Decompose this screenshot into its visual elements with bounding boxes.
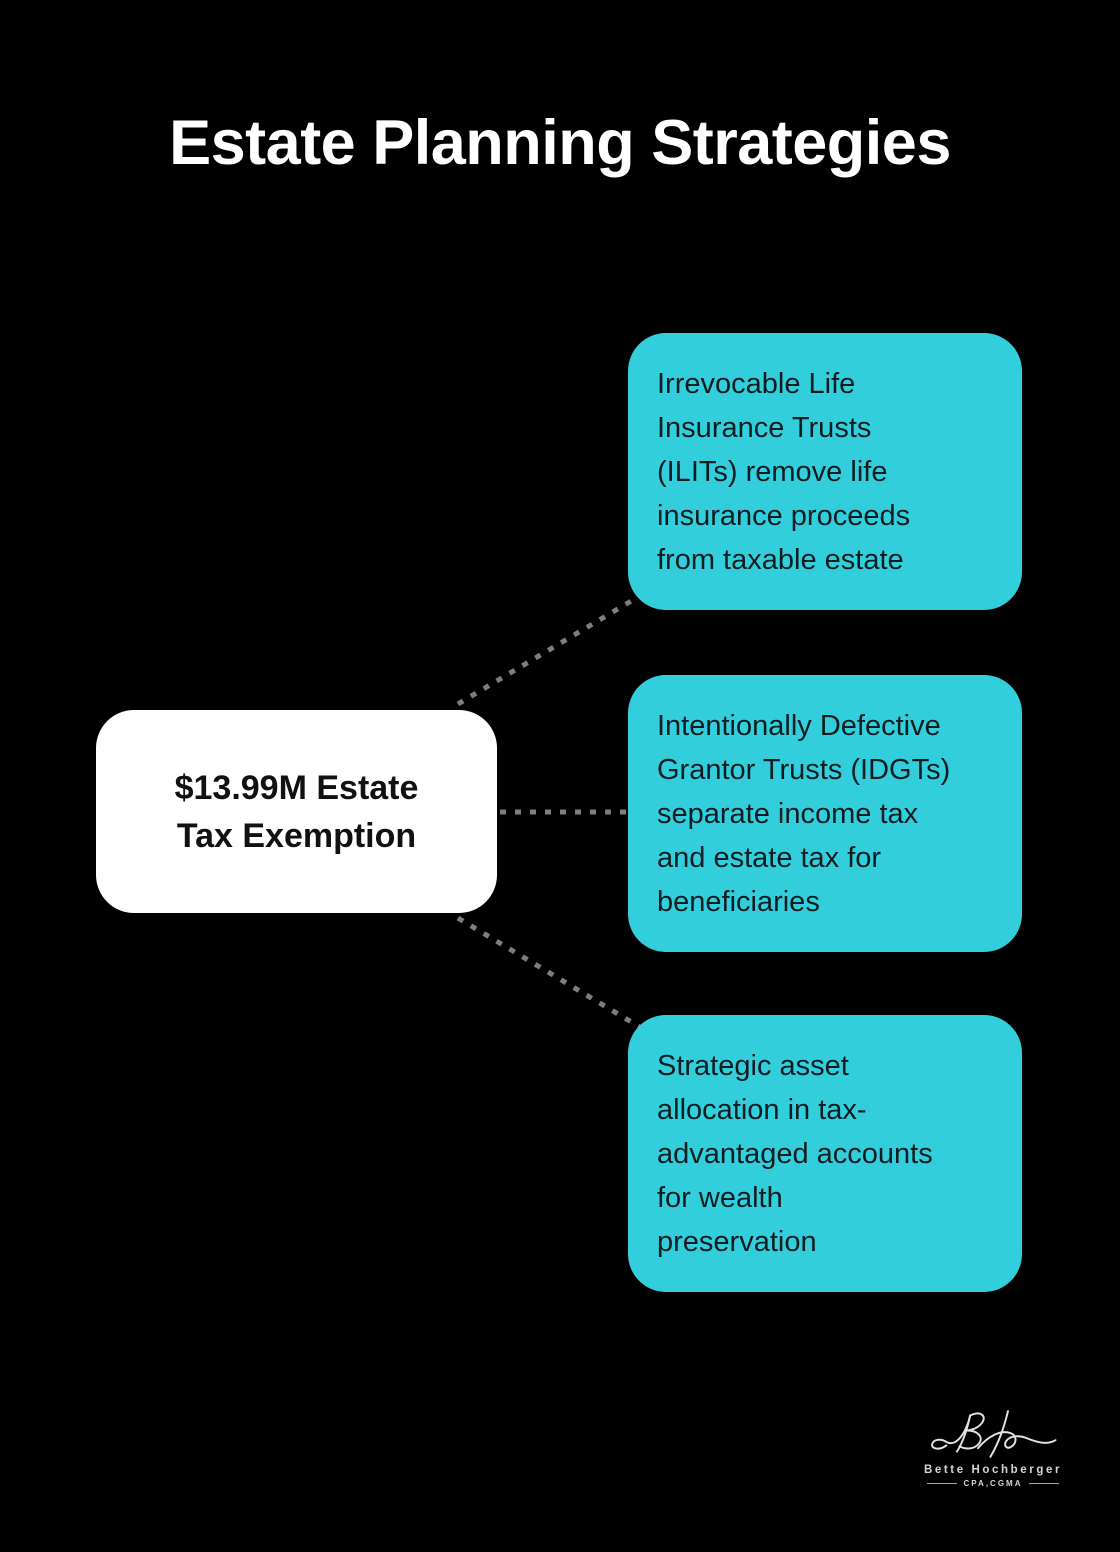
- logo-credentials: CPA,CGMA: [963, 1479, 1023, 1488]
- root-node-estate-tax-exemption: $13.99M Estate Tax Exemption: [96, 710, 497, 913]
- branch-node-label: Intentionally Defective Grantor Trusts (…: [657, 709, 951, 918]
- brand-logo: Bette Hochberger CPA,CGMA: [908, 1408, 1078, 1488]
- logo-name: Bette Hochberger: [923, 1464, 1063, 1476]
- logo-rule-left: [926, 1483, 957, 1484]
- branch-node-label: Irrevocable Life Insurance Trusts (ILITs…: [657, 367, 911, 576]
- logo-rule-right: [1029, 1483, 1060, 1484]
- bh-monogram-icon: [931, 1410, 1057, 1458]
- root-node-label: $13.99M Estate Tax Exemption: [174, 768, 419, 855]
- page-title: Estate Planning Strategies: [169, 108, 951, 178]
- connector-to-branch-1: [456, 591, 645, 707]
- logo-credentials-row: CPA,CGMA: [926, 1479, 1060, 1488]
- branch-node-label: Strategic asset allocation in tax- advan…: [657, 1049, 933, 1258]
- connector-to-branch-3: [456, 915, 645, 1032]
- branch-node-asset-allocation: Strategic asset allocation in tax- advan…: [628, 1015, 1022, 1292]
- branch-node-idgt: Intentionally Defective Grantor Trusts (…: [628, 675, 1022, 952]
- branch-node-ilit: Irrevocable Life Insurance Trusts (ILITs…: [628, 333, 1022, 610]
